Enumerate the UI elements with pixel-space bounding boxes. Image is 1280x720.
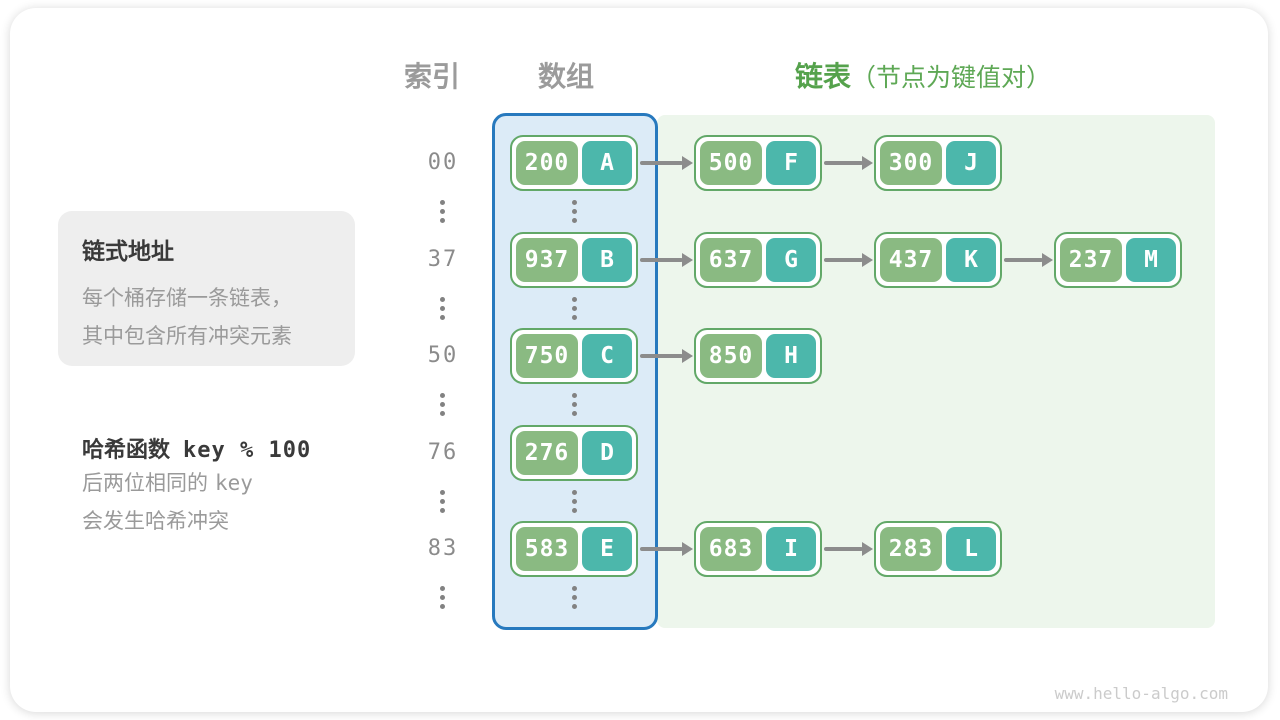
link-arrow — [640, 547, 683, 551]
array-ellipsis — [572, 489, 577, 513]
node-value: G — [766, 237, 816, 282]
node-key: 750 — [516, 334, 578, 378]
link-arrow — [1004, 257, 1043, 262]
node-key: 437 — [880, 237, 942, 282]
header-linked-list-label: 链表 — [795, 61, 852, 92]
array-ellipsis — [572, 296, 577, 320]
node-key: 937 — [516, 237, 578, 282]
node-value: I — [766, 527, 816, 571]
header-index: 索引 — [404, 61, 461, 92]
hash-function-formula: key % 100 — [183, 438, 312, 463]
link-arrow — [824, 547, 863, 551]
node-key: 850 — [700, 334, 762, 378]
node-value: D — [582, 430, 632, 475]
node-value: E — [582, 527, 632, 571]
hash-note-line: 后两位相同的 key — [82, 464, 311, 503]
index-ellipsis — [440, 393, 445, 417]
link-arrow — [640, 257, 683, 262]
node-value: K — [946, 237, 996, 282]
index-ellipsis — [440, 489, 445, 513]
node-value: B — [582, 237, 632, 282]
array-ellipsis — [572, 586, 577, 610]
node-value: H — [766, 334, 816, 378]
chaining-info-line: 其中包含所有冲突元素 — [82, 325, 292, 348]
node-key: 500 — [700, 141, 762, 185]
diagram-card: 索引 数组 链表 （节点为键值对） 链式地址 每个桶存储一条链表， 其中包含所有… — [10, 8, 1268, 712]
index-label: 50 — [427, 343, 459, 368]
index-ellipsis — [440, 296, 445, 320]
index-label: 76 — [427, 439, 459, 465]
node-key: 237 — [1060, 237, 1122, 282]
chaining-info-line: 每个桶存储一条链表， — [82, 287, 292, 310]
link-arrow — [640, 161, 683, 165]
node-value: A — [582, 141, 632, 185]
hash-function-title: 哈希函数 key % 100 — [82, 432, 311, 464]
node-value: C — [582, 334, 632, 378]
index-label: 83 — [427, 536, 459, 561]
node-key: 276 — [516, 430, 578, 475]
hash-note-line-text: 后两位相同的 — [82, 472, 208, 495]
hash-note-line: 会发生哈希冲突 — [82, 510, 229, 533]
link-arrow — [824, 257, 863, 262]
index-ellipsis — [440, 586, 445, 610]
hash-function-title-text: 哈希函数 — [82, 437, 171, 462]
diagram-layer: 索引 数组 链表 （节点为键值对） 链式地址 每个桶存储一条链表， 其中包含所有… — [10, 8, 1268, 712]
header-linked-list: 链表 （节点为键值对） — [795, 55, 1051, 95]
watermark: www.hello-algo.com — [1054, 684, 1228, 703]
array-ellipsis — [572, 393, 577, 417]
node-key: 583 — [516, 527, 578, 571]
hash-function-note: 哈希函数 key % 100 后两位相同的 key 会发生哈希冲突 — [82, 432, 311, 541]
index-ellipsis — [440, 200, 445, 224]
node-value: J — [946, 141, 996, 185]
node-key: 637 — [700, 237, 762, 282]
node-key: 200 — [516, 141, 578, 185]
link-arrow — [824, 161, 863, 165]
node-value: M — [1126, 237, 1176, 282]
node-key: 683 — [700, 527, 762, 571]
chaining-info-box: 链式地址 每个桶存储一条链表， 其中包含所有冲突元素 — [58, 211, 355, 366]
header-linked-list-note: （节点为键值对） — [851, 64, 1052, 92]
header-array: 数组 — [538, 61, 595, 92]
array-ellipsis — [572, 200, 577, 224]
chaining-info-title: 链式地址 — [82, 238, 174, 264]
node-key: 283 — [880, 527, 942, 571]
node-value: L — [946, 527, 996, 571]
link-arrow — [640, 354, 683, 358]
node-key: 300 — [880, 141, 942, 185]
index-label: 00 — [427, 150, 459, 175]
node-value: F — [766, 141, 816, 185]
index-label: 37 — [427, 246, 459, 272]
hash-note-line-code: key — [215, 471, 253, 495]
